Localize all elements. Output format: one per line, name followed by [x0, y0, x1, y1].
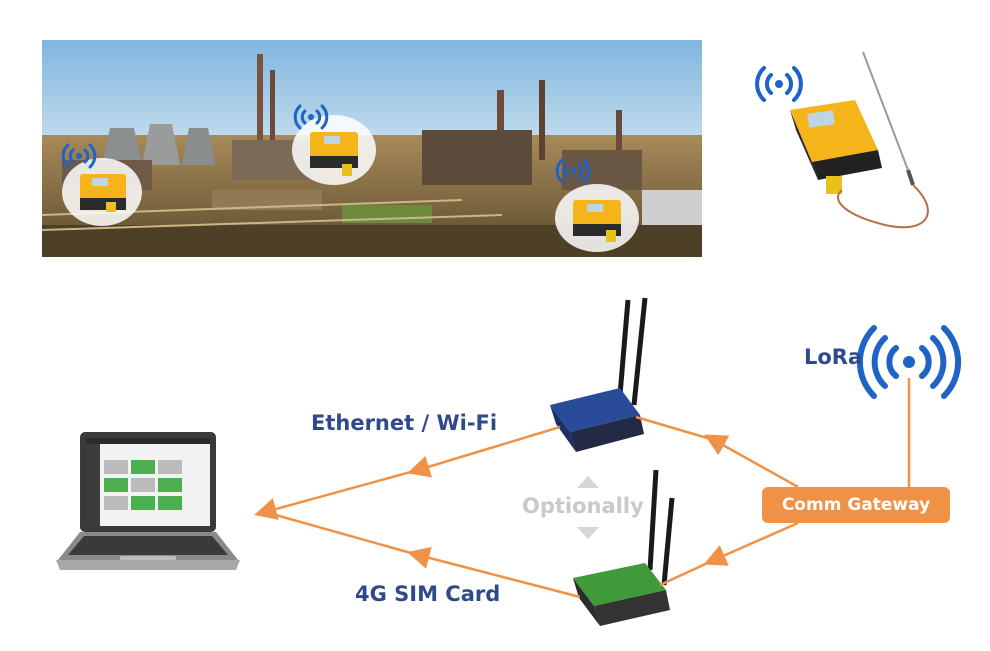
optionally-label: Optionally: [522, 494, 644, 518]
sim-card-label: 4G SIM Card: [355, 582, 501, 606]
ethernet-wifi-label: Ethernet / Wi-Fi: [311, 411, 498, 435]
wifi-icon: [555, 158, 591, 184]
comm-gateway-label: Comm Gateway: [781, 495, 931, 515]
sensor-device-left: [62, 158, 142, 226]
gateway-to-wifi-line-end: [635, 415, 715, 442]
4g-to-laptop-line: [407, 546, 581, 599]
wifi-to-laptop-line: [407, 425, 561, 478]
thermocouple-probe: [837, 51, 929, 229]
industrial-site-photo: [42, 40, 702, 257]
temperature-sensor-device: [790, 100, 882, 194]
arrow-up-icon: [577, 476, 599, 488]
laptop-computer: [56, 432, 240, 570]
gateway-to-4g-line-end: [659, 558, 715, 587]
wifi-icon: [755, 66, 803, 102]
arrow-down-icon: [577, 527, 599, 539]
wifi-icon: [293, 104, 329, 130]
gateway-to-4g-line: [703, 521, 799, 566]
comm-gateway-box: Comm Gateway: [762, 487, 950, 523]
ethernet-wifi-router: [550, 297, 648, 452]
lora-signal-icon: [856, 325, 962, 399]
sensor-device-right: [555, 184, 639, 252]
gateway-to-wifi-line: [704, 434, 799, 489]
wifi-icon: [61, 143, 97, 169]
lora-label: LoRa: [804, 345, 863, 369]
wifi-to-laptop-line-end: [254, 468, 419, 520]
4g-to-laptop-line-end: [264, 510, 419, 557]
4g-sim-router: [573, 469, 675, 626]
sensor-device-center: [292, 115, 376, 185]
